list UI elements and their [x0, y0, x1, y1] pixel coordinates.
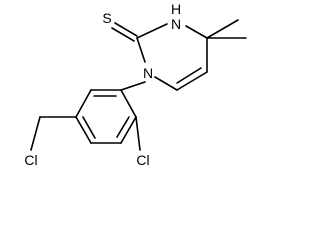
bonds	[39, 19, 247, 151]
atom-nitrogen-3: N	[171, 16, 181, 32]
bond-c4-methyl-1	[206, 19, 239, 39]
atom-nitrogen-1: N	[143, 65, 153, 81]
bond-aryl-6	[120, 89, 137, 118]
atom-labels: S H N N Cl Cl	[24, 1, 181, 168]
bond-c2-n1	[136, 37, 146, 63]
bond-aryl-3	[75, 116, 92, 144]
bond-c-s-2	[111, 27, 135, 42]
bond-n1-aryl	[120, 81, 146, 91]
bond-aryl-3-inner	[82, 116, 96, 139]
bond-para-cl	[30, 116, 41, 151]
chemical-structure: S H N N Cl Cl	[24, 1, 247, 168]
bond-aryl-5-inner	[116, 116, 130, 138]
bond-aryl-cl2	[135, 116, 141, 151]
bond-c-s-1	[114, 22, 138, 37]
atom-sulfur: S	[102, 10, 111, 26]
atom-hydrogen: H	[171, 1, 181, 17]
bond-c5-c6	[176, 71, 208, 91]
bond-c5-c6-inner	[176, 67, 202, 84]
bond-c6-n1	[154, 76, 178, 91]
bond-aryl-5	[120, 116, 137, 144]
atom-chlorine-4: Cl	[24, 152, 37, 168]
atom-chlorine-2: Cl	[136, 152, 149, 168]
bond-n3-c4	[185, 25, 208, 39]
bond-c2-n3	[136, 23, 168, 39]
bond-aryl-2	[75, 89, 92, 118]
